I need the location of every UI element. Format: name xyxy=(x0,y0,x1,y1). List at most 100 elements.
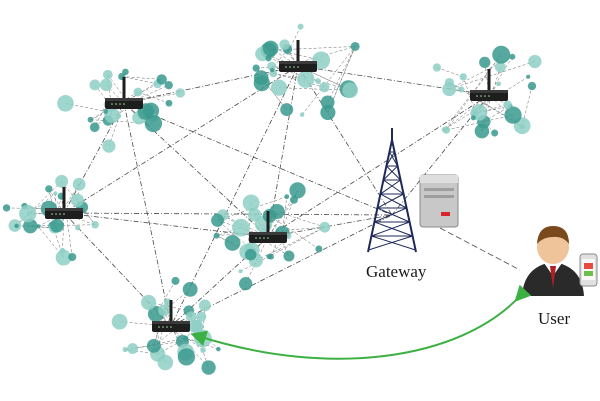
node-link xyxy=(108,102,125,147)
sensor-node xyxy=(459,73,467,81)
sensor-node xyxy=(458,86,465,93)
sensor-node xyxy=(242,194,260,212)
node-link xyxy=(301,46,356,115)
sensor-node xyxy=(177,348,196,366)
sensor-node xyxy=(70,193,84,207)
sensor-node xyxy=(72,177,86,191)
sensor-node xyxy=(474,123,490,139)
sensor-node xyxy=(45,185,53,193)
node-link xyxy=(267,199,295,238)
node-link xyxy=(287,52,299,67)
sensor-node xyxy=(102,139,116,153)
node-link xyxy=(521,85,533,127)
sensor-node xyxy=(133,87,143,97)
sensor-node xyxy=(320,104,336,121)
sensor-node xyxy=(247,208,262,222)
sensor-node xyxy=(315,245,323,253)
gateway-link xyxy=(391,94,490,216)
mesh-link xyxy=(63,212,172,327)
sensor-node xyxy=(470,115,476,121)
sensor-node xyxy=(492,45,511,64)
mesh-link xyxy=(63,65,299,214)
node-link xyxy=(125,338,203,350)
sensor-node xyxy=(53,191,58,196)
sensor-node xyxy=(201,360,216,375)
sensor-node xyxy=(503,100,512,109)
sensor-node xyxy=(290,195,298,204)
node-link xyxy=(488,56,513,96)
sensor-node xyxy=(158,304,170,317)
sensor-node xyxy=(50,218,64,233)
sensor-node xyxy=(432,63,442,72)
user-avatar-icon xyxy=(522,226,584,296)
sensor-node xyxy=(171,276,180,285)
sensor-node xyxy=(504,106,522,124)
sensor-node xyxy=(315,78,321,84)
mesh-link xyxy=(123,102,172,327)
sensor-node xyxy=(350,41,360,51)
sensor-node xyxy=(526,74,531,79)
node-link xyxy=(268,46,356,51)
node-link xyxy=(256,65,299,69)
sensor-node xyxy=(91,221,99,229)
sensor-node xyxy=(284,194,290,200)
sensor-node xyxy=(267,61,277,71)
sensor-node xyxy=(14,223,19,229)
sensor-node xyxy=(280,103,294,117)
sensor-node xyxy=(198,299,211,312)
sensor-node xyxy=(494,61,506,73)
node-link xyxy=(81,207,96,225)
sensor-node xyxy=(509,53,516,60)
sensor-node xyxy=(55,174,69,188)
sensor-node xyxy=(2,204,11,212)
node-link xyxy=(446,114,514,131)
sensor-node xyxy=(165,99,173,107)
sensor-node xyxy=(342,82,358,99)
sensor-node xyxy=(57,95,74,112)
sensor-node xyxy=(75,225,81,231)
sensor-node xyxy=(99,78,113,92)
sensor-node xyxy=(115,113,122,119)
sensor-node xyxy=(127,343,139,354)
node-link xyxy=(48,208,96,226)
gateway-label: Gateway xyxy=(366,262,427,281)
sensor-node xyxy=(141,294,157,311)
sensor-node xyxy=(55,249,72,266)
sensor-node xyxy=(319,82,330,93)
sensor-node xyxy=(89,122,100,133)
node-link xyxy=(279,87,351,91)
node-link xyxy=(270,48,322,61)
sensor-node xyxy=(262,208,277,223)
sensor-node xyxy=(59,247,66,254)
mesh-link xyxy=(297,65,490,96)
sensor-node xyxy=(269,67,275,73)
node-link xyxy=(436,67,464,78)
node-link xyxy=(61,181,73,258)
sensor-node xyxy=(299,112,305,117)
sensor-node xyxy=(68,252,77,262)
sensor-node xyxy=(297,23,304,30)
sensor-node xyxy=(111,313,128,330)
sensor-node xyxy=(232,218,250,237)
sensor-node xyxy=(496,81,502,87)
sensor-node xyxy=(279,39,290,50)
node-link xyxy=(444,76,529,130)
sensor-node xyxy=(270,79,288,96)
sensor-node xyxy=(320,95,335,110)
sensor-node xyxy=(442,82,457,97)
sensor-node xyxy=(265,55,272,62)
sensor-node xyxy=(87,116,94,123)
node-link xyxy=(327,46,356,103)
node-link xyxy=(216,226,325,236)
sensor-node xyxy=(104,107,120,124)
node-link xyxy=(270,190,298,257)
router-top-center-icon xyxy=(279,40,317,72)
sensor-node xyxy=(319,221,331,233)
user-link-arrow xyxy=(190,284,532,360)
sensor-node xyxy=(23,218,38,234)
node-link xyxy=(277,211,325,228)
sensor-node xyxy=(146,338,161,353)
sensor-node xyxy=(182,282,198,297)
sensor-node xyxy=(262,40,279,57)
sensor-node xyxy=(491,129,499,137)
